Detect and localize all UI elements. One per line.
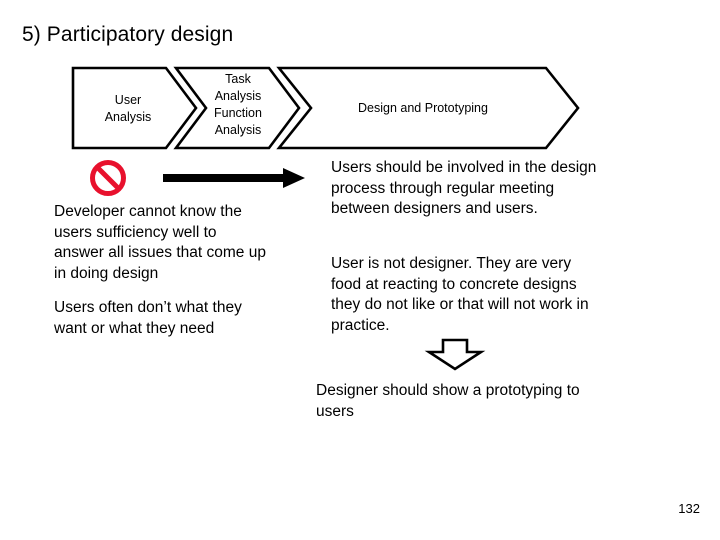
page-title: 5) Participatory design	[22, 23, 234, 46]
prohibition-icon	[88, 158, 128, 198]
chevron-shape-user-analysis	[71, 66, 198, 150]
chevron-shape-task-function-analysis	[173, 66, 301, 150]
process-stage-task-function-analysis: Task Analysis Function Analysis	[173, 66, 301, 150]
page-number: 132	[678, 501, 700, 516]
chevron-label-line: Design and Prototyping	[358, 101, 488, 115]
chevron-label-line: Analysis	[105, 110, 152, 124]
right-arrow-icon	[163, 166, 305, 190]
solution-text-2: User is not designer. They are very food…	[331, 255, 589, 334]
chevron-shape-design-and-prototyping	[276, 66, 580, 150]
solution-text-1: Users should be involved in the design p…	[331, 159, 597, 217]
chevron-label-line: Task	[225, 72, 251, 86]
chevron-label-line: Function	[214, 106, 262, 120]
process-stage-design-and-prototyping: Design and Prototyping	[276, 66, 580, 150]
conclusion-text: Designer should show a prototyping to us…	[316, 382, 580, 420]
process-stage-user-analysis: User Analysis	[71, 66, 198, 150]
process-flow-diagram: User Analysis Task Analysis Function Ana…	[66, 62, 586, 154]
problem-text-2: Users often don’t what they want or what…	[54, 299, 242, 337]
down-arrow-icon	[424, 336, 486, 372]
chevron-label-line: User	[115, 93, 141, 107]
problem-text-1: Developer cannot know the users sufficie…	[54, 203, 266, 282]
chevron-label-line: Analysis	[215, 89, 262, 103]
chevron-label-line: Analysis	[215, 123, 262, 137]
